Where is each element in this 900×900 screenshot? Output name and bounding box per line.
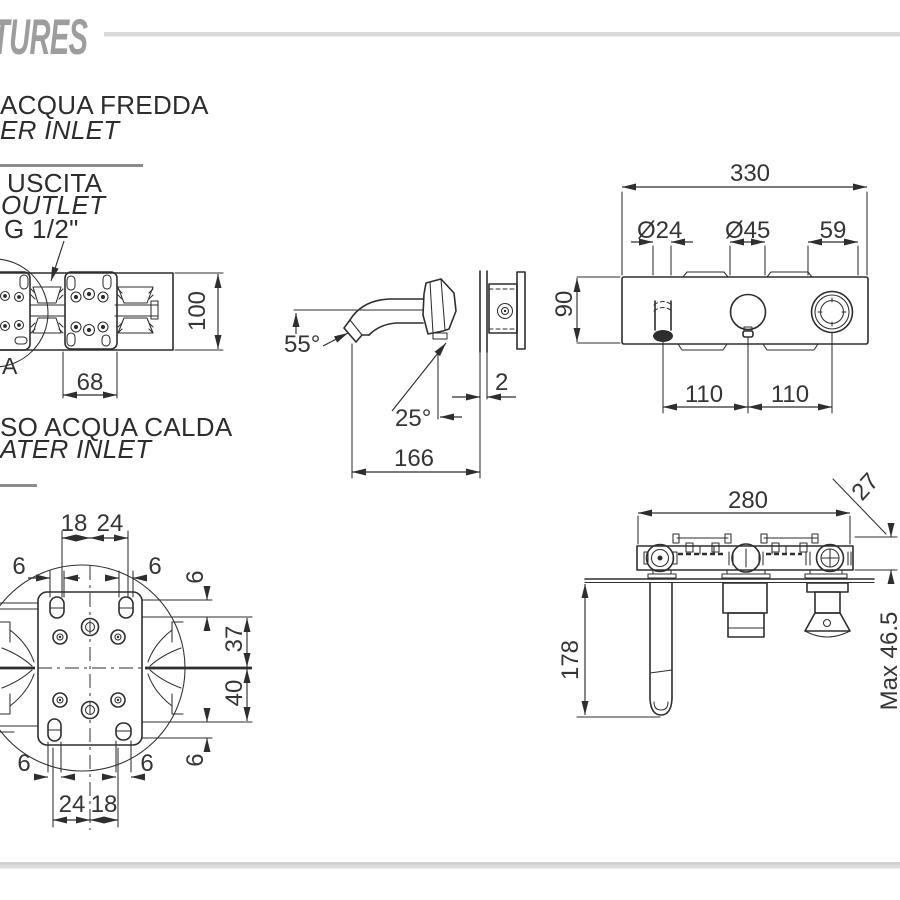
dim-body-depth: 27	[846, 468, 884, 506]
body-bar-outline	[0, 272, 174, 351]
outlet-leader-line	[50, 240, 65, 282]
detail-circle-a	[0, 258, 49, 368]
dim-spout-reach: 178	[557, 640, 584, 680]
cartridge-plan	[722, 582, 768, 638]
detail-view-a: 18 24 6 6 6 37 40 6 6 6 24 18	[0, 510, 253, 830]
slot	[19, 274, 29, 290]
dim-tilt-angle: 25°	[395, 405, 431, 432]
outlet-thread-label: G 1/2"	[4, 214, 79, 244]
cartridge-front	[729, 293, 767, 338]
body-front	[621, 276, 869, 345]
hot-inlet-label-en: ATER INLET	[0, 434, 153, 464]
handle-top	[805, 543, 852, 573]
page-title: TURES	[0, 9, 88, 65]
valve-cross-sections	[0, 621, 184, 715]
centerlines	[38, 566, 142, 830]
mounting-brackets	[672, 533, 819, 553]
dim-spout-angle: 55°	[284, 331, 320, 358]
dim-slot-height-top: 6	[182, 570, 209, 583]
right-plate-screws	[70, 287, 109, 337]
rear-flange	[516, 271, 526, 350]
dim-rear-height: 100	[184, 291, 211, 331]
footer-divider	[0, 864, 900, 869]
dim-slot-offset-bottom-right: 18	[91, 791, 118, 818]
spout-plan	[649, 582, 673, 716]
plan-view: 280 27 178 Max 46.5	[557, 468, 900, 718]
spout-front	[653, 300, 673, 342]
right-valve-plate	[64, 271, 118, 350]
outlet-label-it: USCITA	[7, 168, 103, 198]
cartridge-body	[488, 283, 518, 334]
dim-slot-width-top-left: 6	[12, 553, 25, 580]
slot	[66, 332, 76, 347]
slot	[66, 275, 76, 291]
divider-segment-top	[0, 164, 143, 167]
cold-inlet-label-en: ER INLET	[0, 115, 121, 145]
hot-inlet-label-it: SO ACQUA CALDA	[0, 412, 233, 442]
dim-slot-offset-right: 24	[97, 510, 124, 537]
left-plate-screws	[0, 290, 25, 332]
handle-front	[810, 290, 854, 334]
dim-slot-offset-left: 18	[61, 510, 88, 537]
dim-pitch-left: 110	[685, 381, 723, 408]
dim-pitch-right: 110	[771, 381, 809, 408]
handle-plan	[804, 582, 851, 638]
front-view: 330 Ø24 Ø45 59 90 110 110	[551, 160, 869, 414]
dim-spout-diameter: Ø24	[637, 217, 682, 244]
dim-slot-height-bottom: 6	[182, 753, 209, 766]
dim-reach: 166	[394, 445, 434, 472]
dim-cartridge-diameter: Ø45	[725, 217, 770, 244]
rear-view: A 100 68	[0, 258, 224, 399]
outlet-label-en: OUTLET	[1, 190, 107, 220]
valve-block-right	[114, 286, 159, 334]
dim-plan-width: 280	[728, 487, 768, 514]
annotations: ACQUA FREDDA ER INLET USCITA OUTLET G 1/…	[0, 90, 233, 464]
spout-port-top	[643, 543, 678, 573]
cartridge-top	[728, 543, 764, 573]
dim-slot-width-top-right: 6	[148, 553, 161, 580]
divider-segment-mid	[0, 484, 37, 487]
detail-marker-label: A	[2, 353, 18, 379]
page-header: TURES	[0, 9, 900, 869]
footer-divider-edge	[0, 862, 900, 865]
spout-base	[422, 278, 457, 340]
dim-body-height: 90	[551, 291, 578, 318]
dim-upper-span: 37	[221, 626, 248, 653]
wall-plate	[479, 270, 488, 353]
dim-slot-width-bottom-right: 6	[140, 750, 153, 777]
left-valve-plate	[0, 271, 31, 351]
escutcheon-plates	[647, 569, 848, 579]
dim-total-width: 330	[730, 160, 770, 187]
dim-max-wall-thickness: Max 46.5	[876, 612, 900, 711]
header-divider	[104, 32, 900, 37]
slot	[102, 274, 112, 290]
detail-screws	[52, 617, 126, 720]
dim-slot-width-bottom-left: 6	[17, 750, 30, 777]
side-view: 55° 25° 2 166	[284, 270, 526, 479]
cold-inlet-label-it: ACQUA FREDDA	[0, 90, 209, 120]
dim-plate-thickness: 2	[495, 369, 508, 396]
slot	[101, 334, 111, 347]
dim-handle-width: 59	[820, 217, 847, 244]
valve-block-left	[29, 286, 65, 334]
slot	[14, 336, 28, 345]
dim-rear-width: 68	[77, 369, 104, 396]
dim-lower-span: 40	[221, 680, 248, 707]
spout-outline	[343, 298, 424, 343]
dim-slot-offset-bottom-left: 24	[59, 791, 86, 818]
